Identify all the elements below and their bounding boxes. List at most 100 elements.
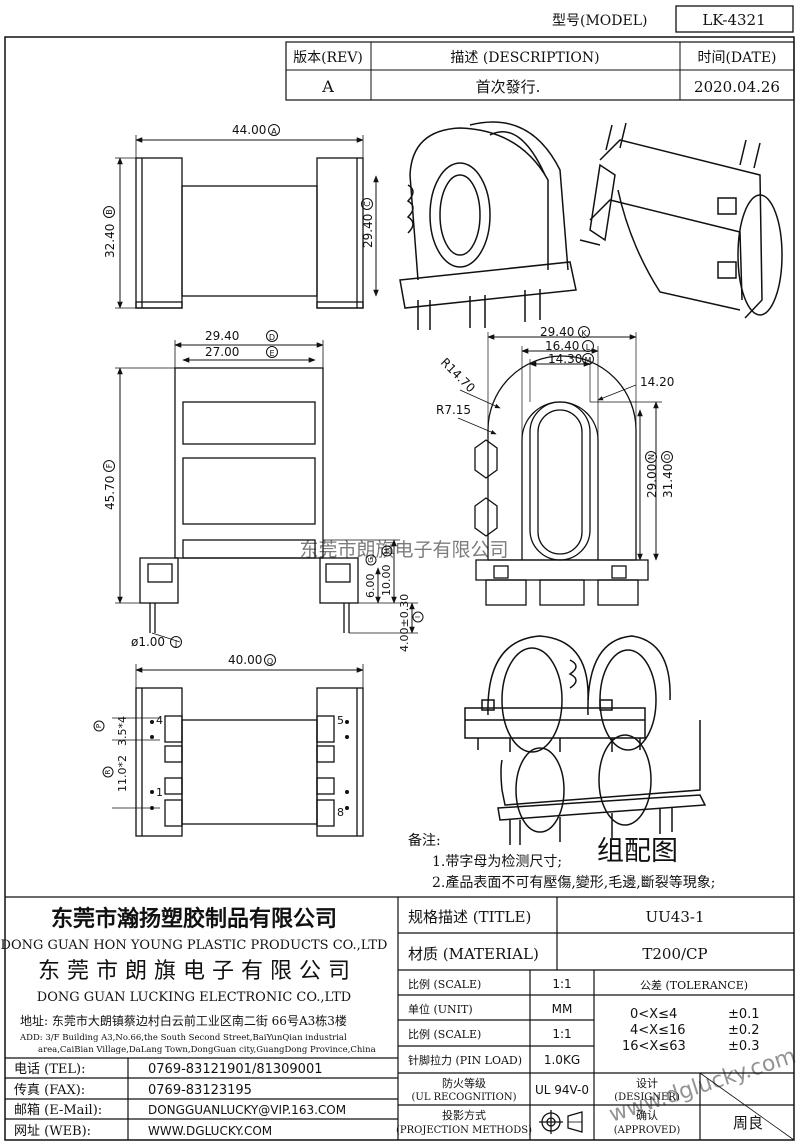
dim-bottom-p: 3.5*4 (116, 716, 129, 746)
mark-i-circle (412, 611, 424, 623)
projection-symbol-icon (539, 1110, 583, 1134)
mark-k: K (581, 329, 587, 338)
spec-unit-label: 单位 (UNIT) (408, 1002, 473, 1016)
mark-k-circle (578, 326, 590, 338)
mark-f-circle (103, 460, 115, 472)
contact-fax-value: 0769-83123195 (148, 1083, 252, 1098)
notes-line2: 2.產品表面不可有壓傷,變形,毛邊,斷裂等現象; (432, 874, 715, 891)
mark-j: J (174, 639, 177, 648)
iso-view-front (399, 121, 577, 330)
spec-ul-label2: (UL RECOGNITION) (412, 1092, 517, 1103)
model-header: 型号(MODEL) LK-4321 (552, 5, 794, 33)
mark-q-circle (264, 654, 276, 666)
revision-table: 版本(REV) 描述 (DESCRIPTION) 时间(DATE) A 首次發行… (285, 41, 795, 101)
contact-web-label: 网址 (WEB): (14, 1124, 91, 1139)
contact-web-value: WWW.DGLUCKY.COM (148, 1124, 272, 1138)
contact-tel-label: 电话 (TEL): (14, 1062, 85, 1077)
assembly-label: 组配图 (597, 836, 678, 867)
company-name1-cn: 东莞市瀚扬塑胶制品有限公司 (51, 906, 337, 932)
rev-label: 版本(REV) (293, 50, 363, 66)
pin-label-4: 4 (156, 714, 163, 727)
dim-top-flange: 29.40 (361, 214, 375, 248)
mark-m-circle (582, 353, 594, 365)
company-name1-en: DONG GUAN HON YOUNG PLASTIC PRODUCTS CO.… (1, 938, 388, 953)
spec-proj-label1: 投影方式 (442, 1108, 486, 1122)
company-name2-cn: 东 莞 市 朗 旗 电 子 有 限 公 司 (38, 959, 350, 984)
pin-label-1: 1 (156, 786, 163, 799)
top-view (115, 135, 379, 309)
spec-design-label2: (DESIGNER) (614, 1092, 680, 1103)
contact-email-value: DONGGUANLUCKY@VIP.163.COM (148, 1103, 346, 1117)
spec-title-value: UU43-1 (646, 908, 705, 926)
watermark-text: 东莞市朗旗电子有限公司 (299, 539, 508, 561)
mark-r-circle (102, 766, 114, 778)
assembly-view (464, 635, 707, 845)
dim-side-g: 6.00 (364, 574, 377, 599)
mark-j-circle (170, 636, 182, 648)
mark-q: Q (267, 657, 273, 666)
side-view (115, 340, 418, 634)
tol-value-2: ±0.2 (728, 1023, 760, 1038)
dim-side-outer: 29.40 (205, 329, 239, 343)
mark-a: A (271, 127, 277, 136)
sheet-frame (4, 36, 795, 1141)
dim-pin-dia: ø1.00 (131, 635, 165, 649)
spec-scale2-value: 1:1 (552, 1027, 571, 1041)
dim-front-h1: 29.00 (645, 464, 659, 498)
tol-range-2: 4<X≤16 (630, 1023, 686, 1038)
dim-front-l: 16.40 (545, 339, 579, 353)
mark-m: M (585, 356, 592, 365)
bottom-view (112, 664, 364, 837)
mark-o-circle (661, 451, 673, 463)
spec-unit-value: MM (552, 1002, 573, 1016)
mark-p: P (95, 724, 103, 728)
contact-fax-label: 传真 (FAX): (14, 1083, 85, 1098)
tol-range-1: 0<X≤4 (630, 1007, 677, 1022)
notes-line1: 1.带字母为检测尺寸; (432, 854, 562, 870)
tol-value-1: ±0.1 (728, 1007, 760, 1022)
dim-pin-len: 4.00±0.30 (398, 594, 411, 652)
dim-front-k: 29.40 (540, 325, 574, 339)
mark-r: R (104, 769, 112, 774)
dim-front-r1: R14.70 (438, 355, 478, 395)
mark-c: C (363, 201, 372, 207)
mark-n: N (647, 454, 656, 460)
pin-dia-leader (151, 632, 181, 643)
spec-design-label1: 设计 (636, 1077, 658, 1090)
model-value: LK-4321 (702, 11, 765, 29)
dim-front-h2: 31.40 (661, 464, 675, 498)
model-label: 型号(MODEL) (552, 13, 647, 29)
mark-n-circle (645, 451, 657, 463)
spec-scale-label: 比例 (SCALE) (408, 977, 481, 991)
mark-d: D (269, 333, 275, 342)
rev-value: A (321, 77, 334, 96)
spec-scale2-label: 比例 (SCALE) (408, 1027, 481, 1041)
mark-g: G (367, 557, 375, 562)
spec-material-label: 材质 (MATERIAL) (408, 945, 539, 963)
mark-b: B (105, 209, 114, 215)
dim-side-inner: 27.00 (205, 345, 239, 359)
pin-label-5: 5 (337, 714, 344, 727)
contact-tel-value: 0769-83121901/81309001 (148, 1062, 323, 1077)
mark-g-circle (365, 554, 377, 566)
dim-front-r2: R7.15 (436, 403, 471, 417)
mark-a-circle (268, 124, 280, 136)
dim-side-height: 45.70 (103, 476, 117, 510)
mark-d-circle (266, 330, 278, 342)
spec-approved-value: 周良 (733, 1114, 763, 1132)
dim-bottom-r: 11.0*2 (116, 755, 129, 792)
spec-pinload-label: 针脚拉力 (PIN LOAD) (408, 1053, 522, 1067)
spec-ul-value: UL 94V-0 (535, 1083, 589, 1097)
mark-c-circle (361, 198, 373, 210)
desc-value: 首次發行. (476, 78, 541, 96)
contact-email-label: 邮箱 (E-Mail): (14, 1102, 102, 1118)
company-addr-en1: ADD: 3/F Building A3,No.66,the South Sec… (19, 1033, 347, 1043)
tol-value-3: ±0.3 (728, 1039, 760, 1054)
mark-o: O (663, 454, 672, 460)
mark-e-circle (266, 346, 278, 358)
model-box (675, 5, 794, 33)
mark-b-circle (103, 206, 115, 218)
iso-view-side (579, 122, 783, 319)
notes-title: 备注: (408, 832, 441, 849)
